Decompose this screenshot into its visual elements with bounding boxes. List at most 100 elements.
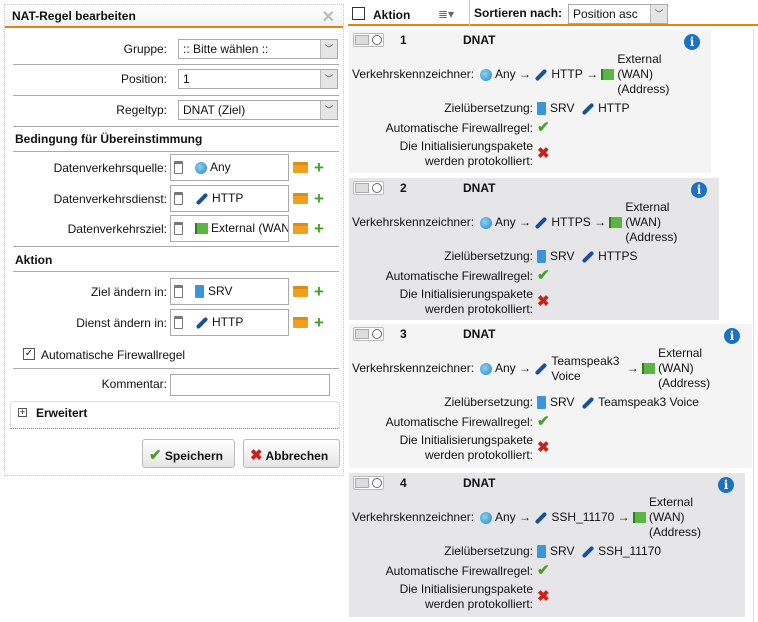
service-icon (581, 396, 595, 410)
regeltyp-select[interactable]: DNAT (Ziel) ﹀ (178, 100, 338, 120)
rule-toggle[interactable] (353, 33, 384, 47)
info-icon[interactable]: i (691, 182, 707, 198)
advanced-section[interactable]: + Erweitert (10, 401, 340, 429)
trash-icon[interactable] (174, 192, 183, 206)
identifier-value: Any → SSH_11170 → External (WAN) (Addres… (480, 495, 713, 540)
check-icon: ✔ (537, 562, 550, 579)
match-section: Bedingung für Übereinstimmung (13, 127, 339, 152)
position-select[interactable]: 1﹀ (178, 69, 338, 89)
save-button[interactable]: ✔ Speichern (142, 439, 235, 468)
select-all-checkbox[interactable] (352, 7, 365, 20)
service-value: HTTP (212, 191, 244, 205)
chevron-down-icon[interactable]: ﹀ (320, 70, 337, 88)
auto-fw-label: Automatische Firewallregel: (385, 564, 533, 578)
network-flag-icon (633, 512, 646, 523)
dienst-field[interactable]: HTTP (170, 309, 289, 336)
position-label: Position: (120, 72, 167, 86)
destination-value: External (WAN) (Address) (658, 346, 711, 390)
rule-toggle[interactable] (353, 476, 384, 490)
folder-icon[interactable] (293, 193, 308, 204)
rule-card[interactable]: 4 DNAT i Verkehrskennzeichner: Any → SSH… (349, 473, 745, 617)
plus-icon[interactable]: + (314, 282, 324, 301)
rule-card[interactable]: 3 DNAT i Verkehrskennzeichner: Any → Tea… (349, 324, 752, 468)
list-menu-icon[interactable]: ≣▾ (438, 7, 455, 21)
identifier-label: Verkehrskennzeichner: (352, 67, 475, 81)
arrow-icon: → (519, 510, 532, 524)
identifier-value: Any → HTTPS → External (WAN) (Address) (480, 200, 689, 245)
comment-input[interactable] (170, 374, 330, 396)
regeltyp-value: DNAT (Ziel) (183, 103, 246, 117)
source-value: Any (495, 510, 516, 524)
folder-icon[interactable] (293, 317, 308, 328)
target-value: SRV (550, 249, 575, 263)
auto-fw-label: Automatische Firewallregel (41, 348, 186, 362)
plus-icon[interactable]: + (314, 158, 324, 177)
plus-icon[interactable]: + (314, 189, 324, 208)
arrow-icon: → (626, 361, 639, 375)
action-section: Aktion (13, 247, 339, 272)
log-label-line1: Die Initialisierungspakete (399, 287, 533, 301)
plus-icon[interactable]: + (314, 219, 324, 238)
service-value: HTTP (551, 67, 583, 81)
rule-number: 4 (400, 476, 407, 490)
folder-icon[interactable] (293, 223, 308, 234)
network-flag-icon (601, 69, 615, 80)
expand-icon[interactable]: + (18, 407, 27, 417)
source-value: Any (210, 160, 231, 174)
source-label: Datenverkehrsquelle: (53, 161, 167, 175)
chevron-down-icon[interactable]: ﹀ (320, 40, 337, 58)
ziel-field[interactable]: SRV (170, 278, 289, 305)
trash-icon[interactable] (174, 285, 183, 299)
target-service-value: HTTP (598, 101, 630, 115)
service-field[interactable]: HTTP (170, 185, 289, 212)
trash-icon[interactable] (174, 222, 183, 236)
rule-type: DNAT (463, 181, 496, 195)
sort-select[interactable]: Position asc﹀ (568, 4, 668, 24)
translation-label: Zielübersetzung: (444, 249, 533, 263)
destination-value: External (WAN) (Address) (617, 52, 670, 96)
trash-icon[interactable] (174, 161, 183, 175)
cancel-button[interactable]: ✖ Abbrechen (243, 439, 340, 468)
info-icon[interactable]: i (684, 34, 700, 50)
dest-value: External (WAN (211, 221, 289, 235)
section-heading: Aktion (15, 253, 53, 267)
folder-icon[interactable] (293, 286, 308, 297)
arrow-icon: → (586, 67, 599, 81)
folder-icon[interactable] (293, 162, 308, 173)
log-label-line2: werden protokolliert: (424, 597, 533, 611)
auto-fw-checkbox[interactable]: ✓ (23, 348, 35, 360)
rule-toggle[interactable] (353, 181, 384, 195)
rule-card[interactable]: 2 DNAT i Verkehrskennzeichner: Any → HTT… (349, 178, 719, 320)
comment-label: Kommentar: (101, 377, 167, 391)
cross-icon: ✖ (250, 447, 263, 464)
translation-value: SRV HTTP (537, 101, 629, 116)
rule-toggle[interactable] (353, 327, 384, 341)
chevron-down-icon[interactable]: ﹀ (650, 5, 667, 23)
source-field[interactable]: Any (170, 154, 289, 181)
chevron-down-icon[interactable]: ﹀ (320, 101, 337, 119)
target-value: SRV (550, 395, 575, 409)
service-value: HTTPS (551, 215, 591, 229)
gruppe-select[interactable]: :: Bitte wählen ::﹀ (178, 39, 338, 59)
scrollbar[interactable] (753, 28, 754, 622)
log-label-line2: werden protokolliert: (424, 448, 533, 462)
section-heading: Bedingung für Übereinstimmung (15, 132, 203, 146)
network-flag-icon (642, 363, 656, 374)
save-label: Speichern (164, 449, 223, 463)
service-value: Teamspeak3 Voice (551, 353, 620, 383)
server-icon (537, 250, 546, 264)
rule-card[interactable]: 1 DNAT i Verkehrskennzeichner: Any → HTT… (349, 30, 711, 173)
dest-field[interactable]: External (WAN (170, 215, 289, 242)
server-icon (537, 545, 546, 559)
service-icon (195, 192, 209, 206)
check-icon: ✔ (537, 267, 550, 284)
plus-icon[interactable]: + (314, 313, 324, 332)
close-icon[interactable]: ✕ (321, 9, 335, 26)
info-icon[interactable]: i (724, 328, 740, 344)
info-icon[interactable]: i (718, 477, 734, 493)
translation-label: Zielübersetzung: (444, 395, 533, 409)
server-icon (537, 102, 546, 116)
divider (13, 246, 339, 247)
trash-icon[interactable] (174, 316, 183, 330)
